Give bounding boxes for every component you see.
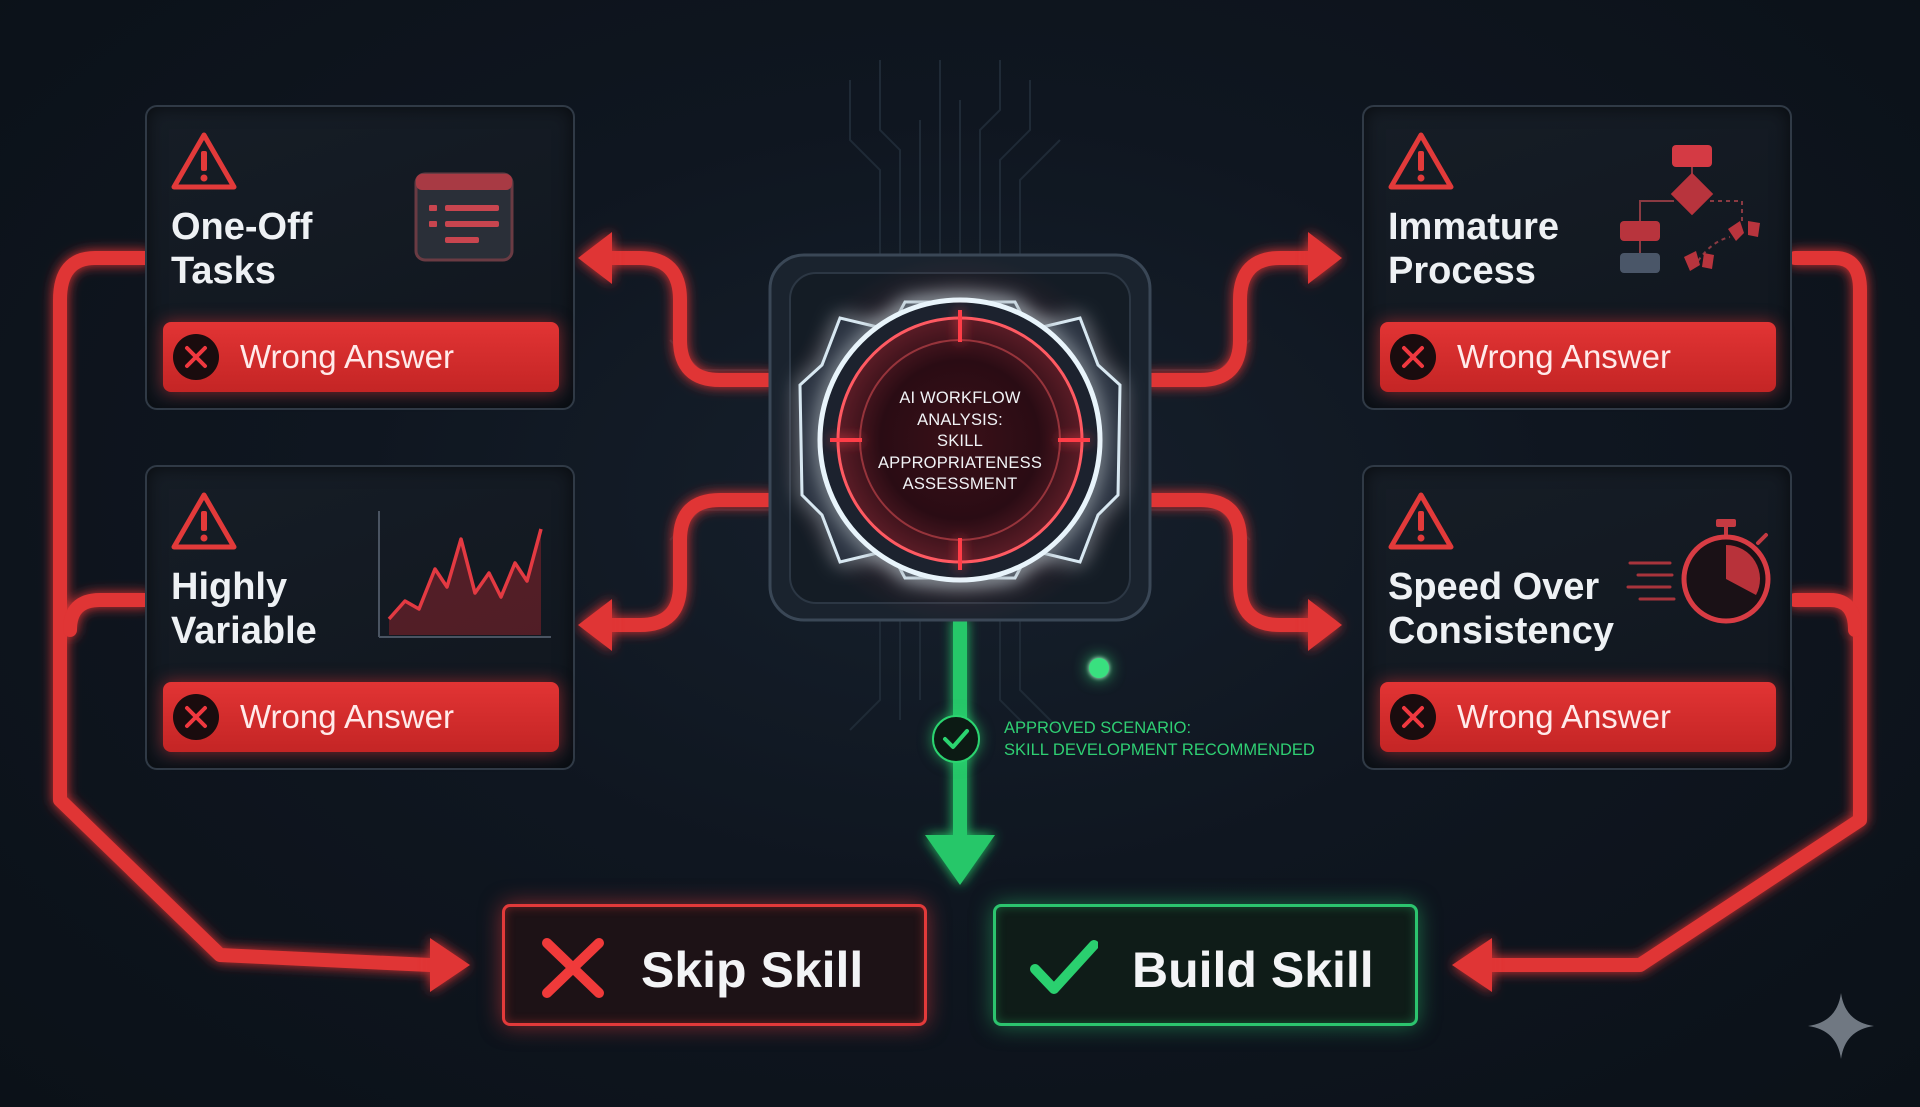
card-speed-over-consistency: Speed Over Consistency Wrong Answer	[1362, 465, 1792, 770]
rail-arrowheads	[430, 938, 1492, 992]
cross-icon	[542, 938, 604, 998]
card-title: Speed Over Consistency	[1388, 566, 1614, 652]
error-x-icon	[1390, 334, 1436, 380]
wrong-answer-label: Wrong Answer	[240, 698, 454, 735]
broken-flowchart-icon	[1620, 145, 1760, 273]
card-title: One-Off Tasks	[171, 206, 313, 292]
outer-rails	[53, 251, 1867, 972]
wrong-answer-badge: Wrong Answer	[163, 682, 559, 752]
build-skill-outcome: Build Skill	[993, 904, 1418, 1026]
warning-icon	[171, 132, 237, 190]
hub-label-line: SKILL	[937, 432, 983, 450]
hub-label: AI WORKFLOW ANALYSIS: SKILL APPROPRIATEN…	[862, 388, 1058, 496]
approved-scenario-label: APPROVED SCENARIO: SKILL DEVELOPMENT REC…	[1004, 719, 1315, 759]
error-x-icon	[173, 334, 219, 380]
skip-skill-label: Skip Skill	[641, 942, 864, 998]
wrong-answer-badge: Wrong Answer	[1380, 322, 1776, 392]
list-window-icon	[414, 172, 514, 262]
volatile-chart-icon	[378, 511, 551, 638]
red-arrowheads	[578, 232, 1342, 651]
wrong-answer-badge: Wrong Answer	[163, 322, 559, 392]
card-title: Immature Process	[1388, 206, 1560, 292]
hub-label-line: ANALYSIS:	[917, 410, 1003, 429]
status-light	[1089, 658, 1109, 678]
error-x-icon	[1390, 694, 1436, 740]
error-x-icon	[173, 694, 219, 740]
hub-label-line: AI WORKFLOW	[899, 389, 1021, 407]
hub-label-line: ASSESSMENT	[902, 475, 1018, 493]
card-one-off-tasks: One-Off Tasks Wrong Answer	[145, 105, 575, 410]
wrong-answer-badge: Wrong Answer	[1380, 682, 1776, 752]
hub-gear	[768, 253, 1152, 625]
wrong-answer-label: Wrong Answer	[1457, 338, 1671, 375]
wrong-answer-label: Wrong Answer	[240, 338, 454, 375]
wrong-answer-label: Wrong Answer	[1457, 698, 1671, 735]
hub-label-line: APPROPRIATENESS	[877, 453, 1043, 472]
warning-icon	[1388, 492, 1454, 550]
check-icon	[1030, 940, 1098, 994]
red-connector-arrows	[598, 251, 1322, 632]
sparkle-icon	[1808, 993, 1874, 1059]
skip-skill-outcome: Skip Skill	[502, 904, 927, 1026]
warning-icon	[1388, 132, 1454, 190]
approved-check-icon	[932, 715, 980, 763]
warning-icon	[171, 492, 237, 550]
build-skill-label: Build Skill	[1132, 942, 1374, 998]
card-immature-process: Immature Process Wrong Answer	[1362, 105, 1792, 410]
card-title: Highly Variable	[171, 566, 317, 652]
stopwatch-icon	[1626, 519, 1771, 624]
card-highly-variable: Highly Variable Wrong Answer	[145, 465, 575, 770]
